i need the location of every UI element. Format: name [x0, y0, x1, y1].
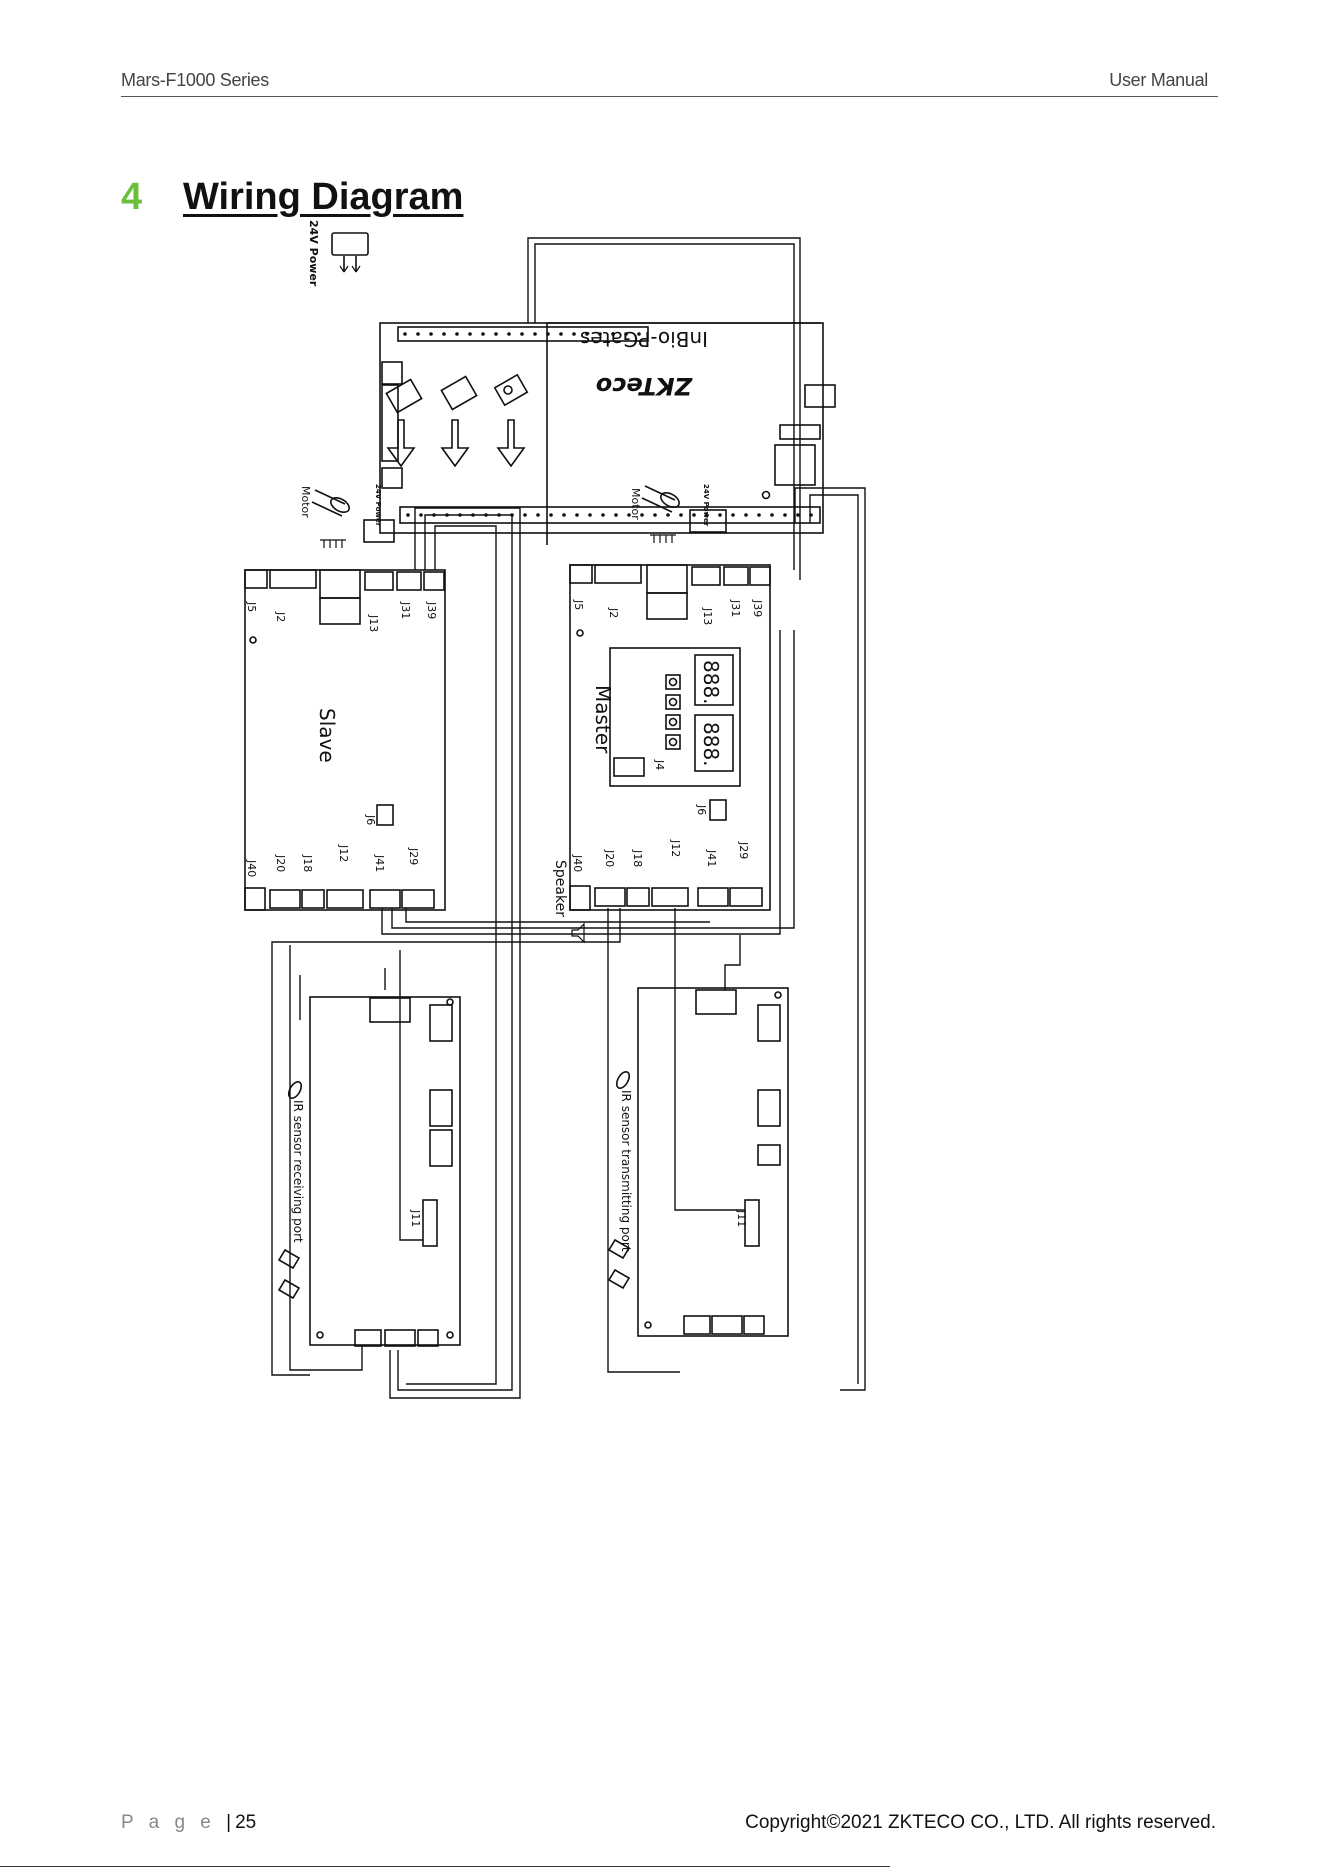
speaker-icon: [571, 922, 585, 944]
slave-j40: J40: [245, 859, 258, 877]
master-motor: [641, 485, 680, 513]
master-j13: J13: [701, 607, 714, 625]
slave-label: Slave: [315, 708, 339, 763]
section-number: 4: [121, 176, 143, 218]
slave-j20: J20: [274, 854, 287, 872]
footer-page-word: P a g e: [121, 1812, 216, 1833]
ir-left-j11: J11: [409, 1209, 422, 1227]
display-digits-2: 888.: [699, 722, 723, 767]
master-j2: J2: [607, 607, 620, 618]
header-rule: [121, 96, 1218, 97]
slave-board: [244, 569, 446, 911]
footer-copyright: Copyright©2021 ZKTECO CO., LTD. All righ…: [745, 1812, 1216, 1833]
master-motor-label: Motor: [629, 488, 642, 520]
slave-j18: J18: [301, 854, 314, 872]
master-label: Master: [591, 685, 615, 754]
display-digits-1: 888.: [699, 660, 723, 705]
master-j20: J20: [603, 849, 616, 867]
slave-j12: J12: [337, 844, 350, 862]
master-power-label: 24V Power: [702, 484, 710, 527]
controller-brand-logo: ZKTeco: [596, 372, 693, 400]
diagram-labels: 24V Power Motor 24V Power Motor 24V Powe…: [245, 220, 764, 1252]
power-arrows: [339, 265, 361, 273]
master-j18: J18: [631, 849, 644, 867]
master-j39: J39: [751, 599, 764, 617]
bottom-rule: [0, 1866, 890, 1867]
terminal-dots-top: [403, 332, 641, 336]
header-doc-type: User Manual: [1109, 70, 1208, 90]
master-board: [569, 564, 771, 911]
main-power-label: 24V Power: [307, 220, 320, 287]
ir-transmitting-label: IR sensor transmitting port: [619, 1090, 633, 1252]
slave-j29: J29: [407, 847, 420, 865]
slave-j2: J2: [274, 611, 287, 622]
slave-power-connector: [363, 519, 395, 543]
speaker-label: Speaker: [552, 860, 568, 917]
master-j31: J31: [729, 599, 742, 617]
slave-j31: J31: [399, 601, 412, 619]
slave-j41: J41: [373, 854, 386, 872]
ground-symbols: [320, 534, 676, 548]
slave-power-label: 24V Power: [374, 484, 382, 527]
master-j12: J12: [669, 839, 682, 857]
master-j40: J40: [571, 854, 584, 872]
footer-separator: |: [226, 1812, 232, 1833]
master-j4: J4: [653, 759, 666, 770]
slave-motor: [311, 489, 350, 517]
slave-j6: J6: [364, 814, 377, 825]
wires: [271, 237, 866, 1399]
slave-j13: J13: [367, 614, 380, 632]
slave-j39: J39: [425, 601, 438, 619]
master-power-connector: [689, 509, 727, 533]
slave-j5: J5: [245, 601, 258, 612]
main-power-connector: [331, 232, 369, 272]
slave-motor-label: Motor: [299, 486, 312, 518]
wiring-diagram: 24V Power Motor 24V Power Motor 24V Powe…: [244, 220, 866, 1399]
ir-receiving-board: [309, 996, 461, 1347]
master-j6: J6: [695, 804, 708, 815]
section-title: Wiring Diagram: [183, 176, 464, 218]
header-doc-title: Mars-F1000 Series: [121, 70, 269, 90]
ir-right-j11: J11: [735, 1209, 748, 1227]
master-j29: J29: [737, 841, 750, 859]
controller-board: [379, 322, 836, 545]
master-j41: J41: [705, 849, 718, 867]
ir-transmitting-board: [637, 987, 789, 1337]
ir-receiving-label: IR sensor receiving port: [291, 1100, 305, 1243]
footer-page: P a g e |25: [121, 1812, 256, 1834]
footer-page-number: 25: [235, 1812, 257, 1833]
master-j5: J5: [572, 599, 585, 610]
ir-sensor-icons: [277, 1071, 631, 1300]
controller-name: InBio-PGates: [580, 327, 708, 351]
